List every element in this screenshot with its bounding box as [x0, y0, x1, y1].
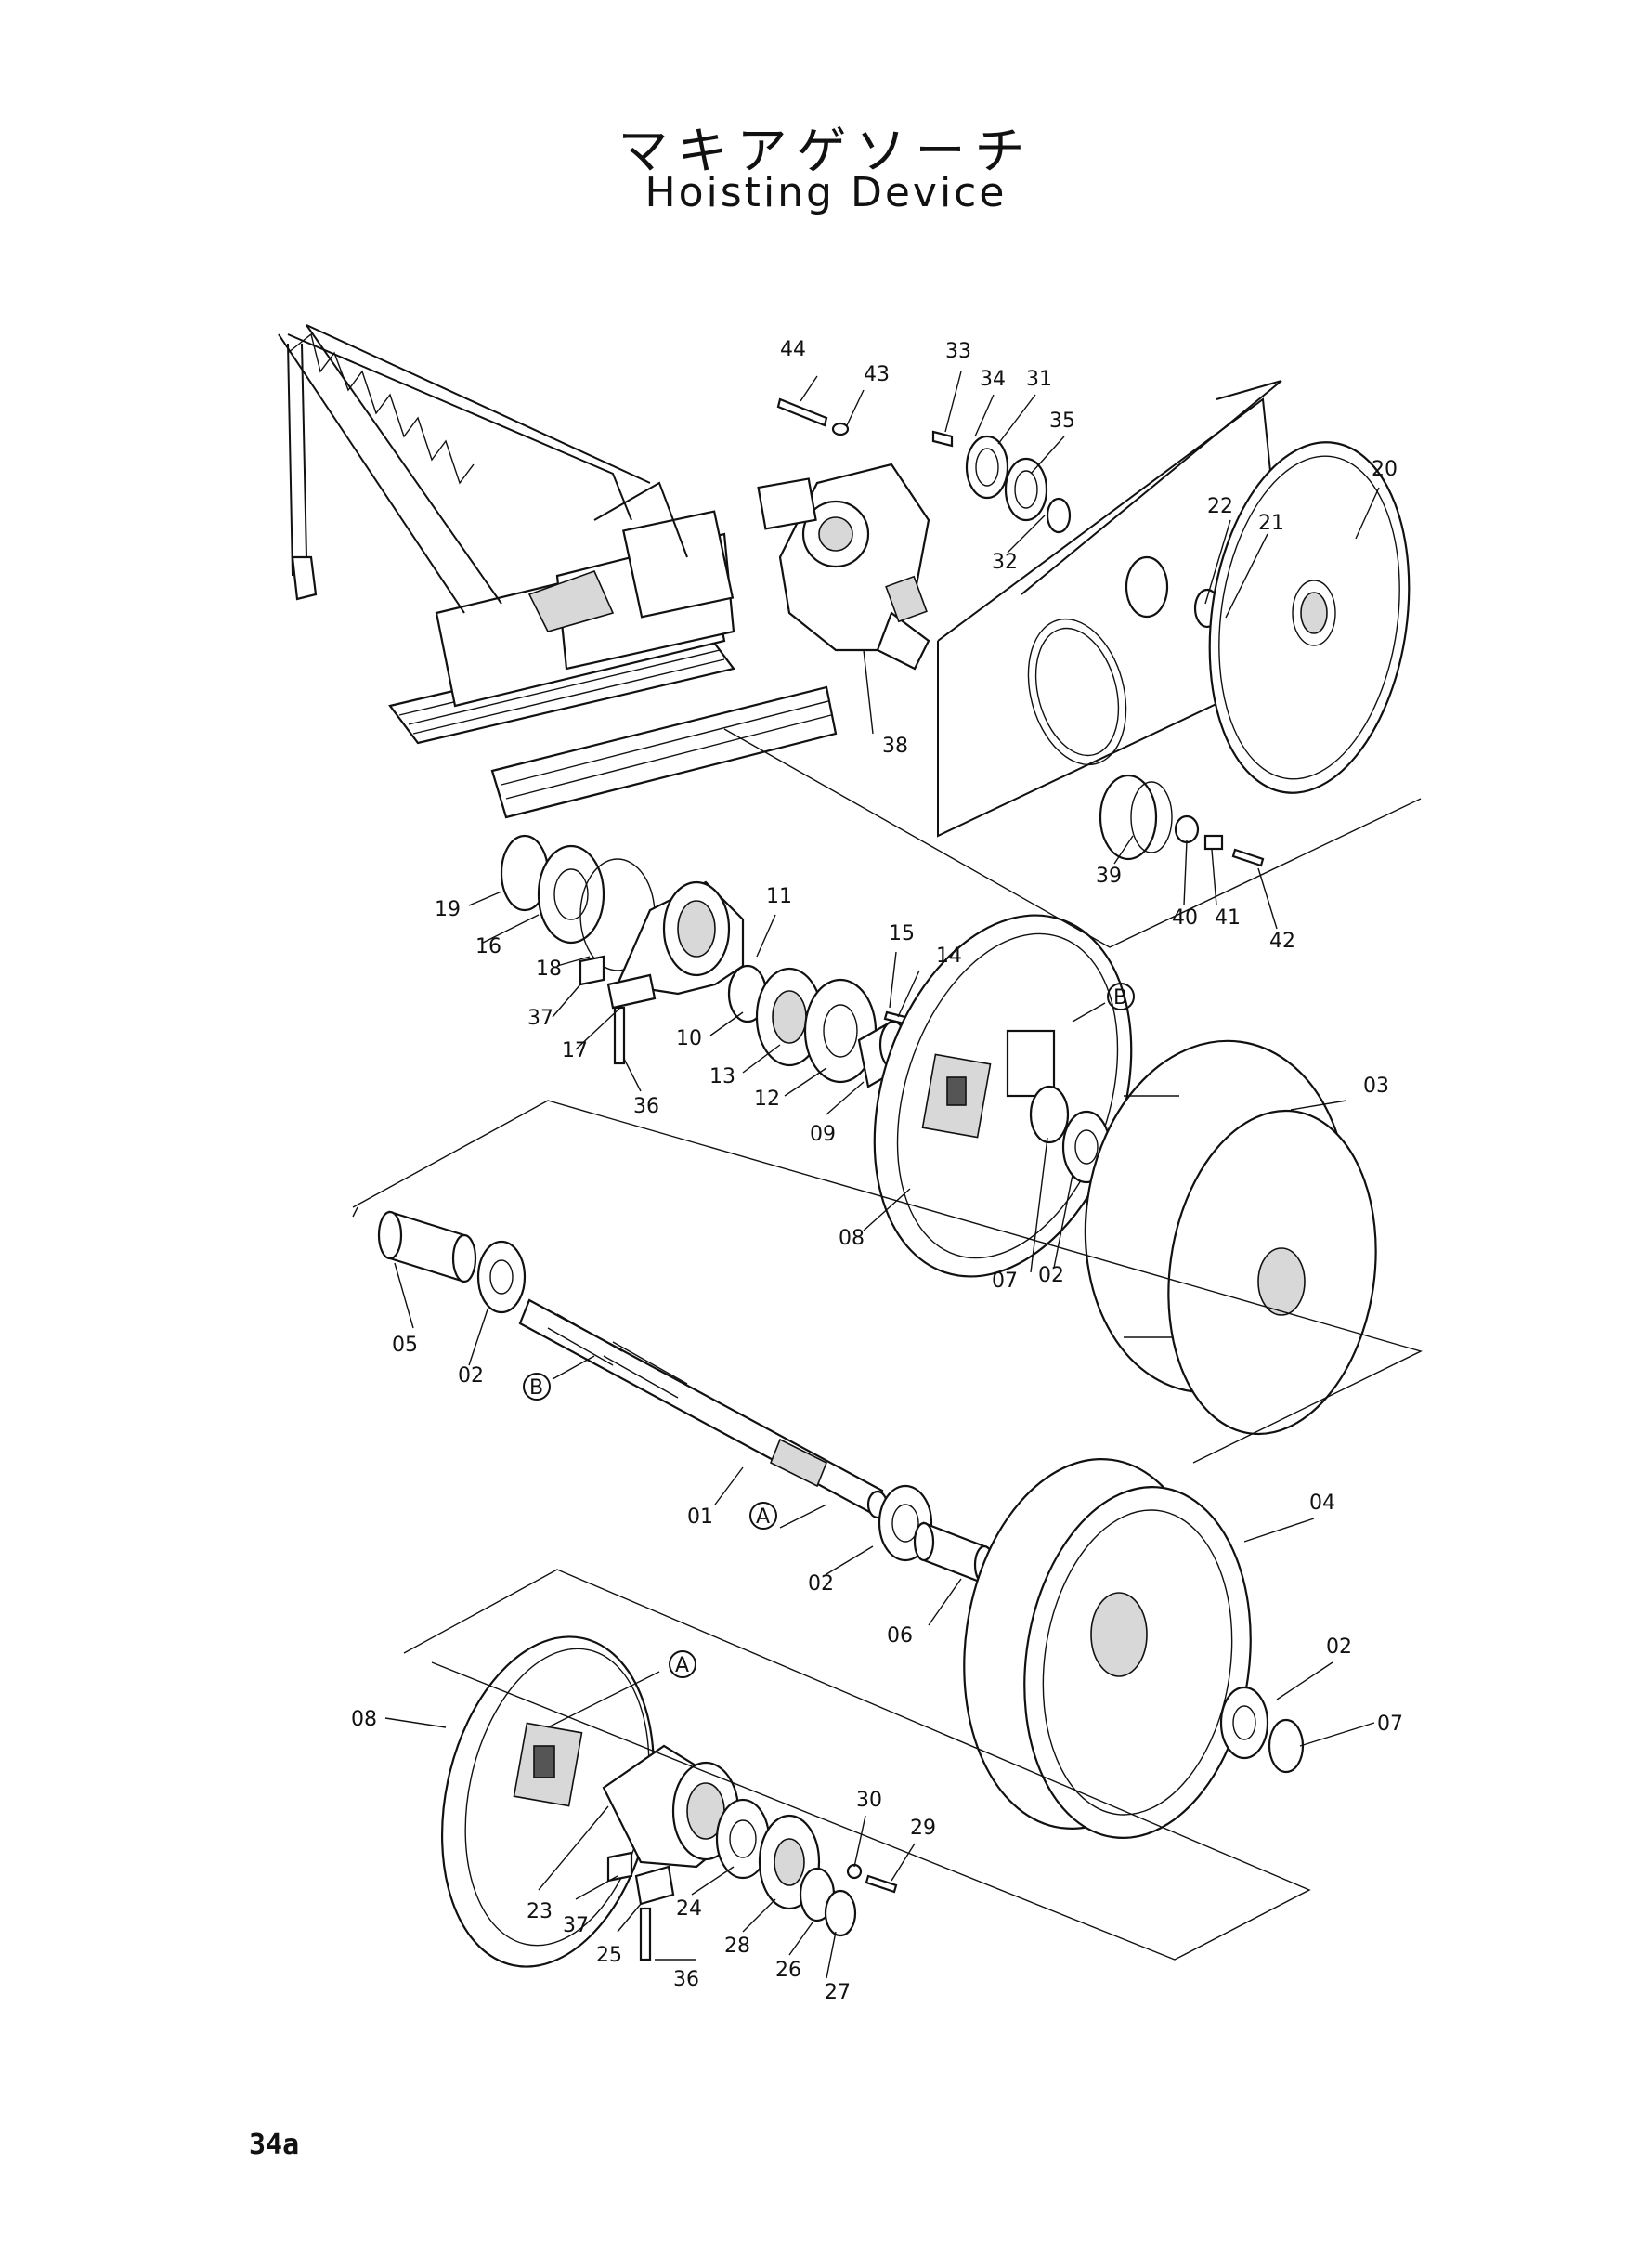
title-english: Hoisting Device	[644, 169, 1008, 216]
part-label: 21	[1258, 512, 1284, 535]
pillow-block-23	[602, 1744, 740, 1906]
part-label: 25	[596, 1944, 622, 1967]
part-label: 14	[936, 945, 962, 968]
part-label: 42	[1269, 930, 1295, 953]
seal-35	[1004, 457, 1048, 522]
main-shaft-01	[518, 1298, 889, 1519]
part-label: 36	[633, 1095, 659, 1118]
part-label: 02	[1038, 1264, 1064, 1287]
part-label: 24	[676, 1897, 702, 1921]
callout-marker-a-lower: A	[669, 1650, 696, 1678]
motor-housing	[757, 463, 930, 671]
part-label: 19	[435, 898, 461, 921]
leader-lines	[384, 371, 1380, 1979]
part-label: 07	[992, 1270, 1018, 1293]
part-label: 22	[1207, 495, 1233, 518]
part-label: 02	[458, 1364, 484, 1388]
part-label: 18	[536, 958, 562, 981]
part-label: 28	[724, 1935, 750, 1958]
part-label: 35	[1049, 410, 1075, 433]
part-label: 16	[475, 935, 501, 958]
part-label: 04	[1309, 1492, 1335, 1515]
part-label: 32	[992, 551, 1018, 574]
part-label: 30	[856, 1789, 882, 1812]
callout-marker-b-shaft: B	[523, 1373, 551, 1401]
callout-letter: B	[529, 1376, 543, 1400]
part-label: 11	[766, 885, 792, 908]
group-outline-2	[352, 1100, 1423, 1464]
callout-letter: A	[675, 1654, 689, 1677]
brake-assembly-lower	[440, 1635, 656, 1968]
part-label: 39	[1096, 865, 1122, 888]
brake-assembly-upper	[873, 914, 1133, 1278]
part-label: 38	[882, 735, 908, 758]
part-label: 15	[889, 922, 915, 945]
part-label: 13	[709, 1065, 735, 1088]
part-label: 10	[676, 1027, 702, 1050]
title-japanese: マキアゲソーチ	[618, 122, 1034, 180]
part-label: 37	[563, 1914, 589, 1937]
pinion-39	[1099, 774, 1265, 867]
part-label: 07	[1377, 1713, 1403, 1736]
part-label: 23	[527, 1900, 553, 1923]
part-label: 12	[754, 1088, 780, 1111]
part-label: 17	[562, 1039, 588, 1062]
bolt-36	[613, 1006, 626, 1065]
group-outline-3	[403, 1569, 1311, 1961]
bolt-44	[776, 397, 828, 427]
group-outline-1	[723, 728, 1422, 948]
part-label: 08	[351, 1708, 377, 1731]
part-label: 05	[392, 1334, 418, 1357]
drum-03	[1084, 1039, 1377, 1436]
part-label: 43	[864, 363, 890, 386]
bearing-16	[537, 844, 605, 945]
callout-marker-a: A	[749, 1502, 777, 1530]
shaft-bearing-05	[377, 1210, 527, 1314]
crane-illustration	[278, 324, 838, 819]
washer-plate	[1125, 555, 1169, 619]
part-label: 27	[825, 1981, 851, 2004]
large-gear-20	[1208, 441, 1411, 794]
part-label: 29	[910, 1817, 936, 1840]
part-label: 20	[1372, 458, 1398, 481]
part-label: 03	[1363, 1075, 1389, 1098]
bevel-gear-04	[963, 1458, 1252, 1839]
callout-letter: B	[1113, 986, 1127, 1010]
part-label: 02	[808, 1572, 834, 1596]
part-label: 02	[1326, 1635, 1352, 1659]
part-label: 31	[1026, 368, 1052, 391]
part-label: 41	[1215, 906, 1241, 930]
page-number: 34a	[249, 2129, 300, 2161]
part-label: 01	[687, 1505, 713, 1529]
oring-32	[1046, 497, 1072, 534]
part-label: 09	[810, 1123, 836, 1146]
part-label: 44	[780, 338, 806, 361]
part-label: 06	[887, 1624, 913, 1648]
part-labels: 44 43 33 34 31 35 20 22 21 32 38 39 40 4…	[351, 338, 1403, 2004]
part-label: 40	[1172, 906, 1198, 930]
seal-31	[965, 435, 1009, 500]
part-label: 33	[945, 340, 971, 363]
part-label: 36	[673, 1968, 699, 1991]
callout-marker-b: B	[1107, 983, 1135, 1010]
gasket-ring	[1027, 618, 1127, 766]
part-label: 26	[775, 1959, 801, 1982]
callout-letter: A	[756, 1505, 770, 1529]
part-label: 37	[527, 1007, 553, 1030]
nut-37	[579, 955, 605, 986]
pillow-block-17	[606, 880, 745, 1010]
part-label: 34	[980, 368, 1006, 391]
part-label: 08	[839, 1227, 865, 1250]
